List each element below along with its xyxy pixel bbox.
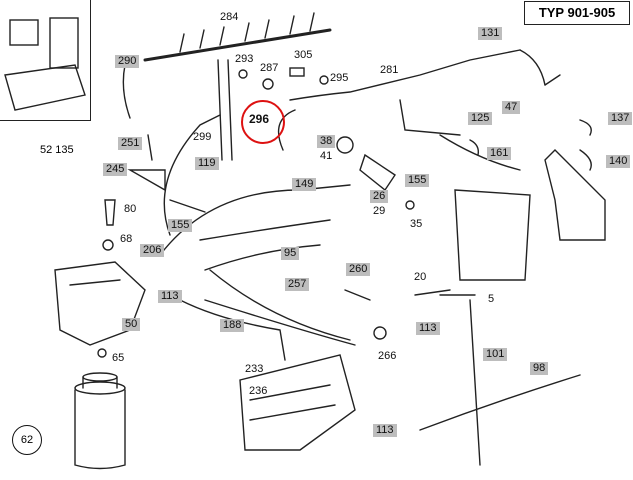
part-label-299[interactable]: 299 [193,131,212,143]
part-label-80[interactable]: 80 [124,203,137,215]
part-label-26[interactable]: 26 [370,190,389,203]
part-label-137[interactable]: 137 [608,112,633,125]
part-label-287[interactable]: 287 [260,62,279,74]
part-label-161[interactable]: 161 [487,147,512,160]
reference-inset-frame [0,0,91,121]
part-label-29[interactable]: 29 [373,205,386,217]
part-label-251[interactable]: 251 [118,137,143,150]
part-label-68[interactable]: 68 [120,233,133,245]
part-label-206[interactable]: 206 [140,244,165,257]
part-label-260[interactable]: 260 [346,263,371,276]
highlighted-part-label[interactable]: 296 [249,112,270,126]
part-label-305[interactable]: 305 [294,49,313,61]
circled-callout: 62 [12,425,42,455]
part-label-113[interactable]: 113 [416,322,440,335]
part-label-38[interactable]: 38 [317,135,336,148]
part-label-65[interactable]: 65 [112,352,125,364]
part-label-125[interactable]: 125 [468,112,493,125]
model-type-box: TYP 901-905 [524,1,630,25]
part-label-290[interactable]: 290 [115,55,140,68]
part-label-236[interactable]: 236 [249,385,268,397]
part-label-155[interactable]: 155 [405,174,430,187]
part-label-245[interactable]: 245 [103,163,128,176]
part-label-98[interactable]: 98 [530,362,549,375]
part-label-257[interactable]: 257 [285,278,310,291]
part-label-5[interactable]: 5 [488,293,495,305]
part-label-284[interactable]: 284 [220,11,239,23]
part-label-20[interactable]: 20 [414,271,427,283]
part-label-155[interactable]: 155 [168,219,193,232]
part-label-50[interactable]: 50 [122,318,141,331]
part-label-295[interactable]: 295 [330,72,349,84]
part-label-101[interactable]: 101 [483,348,508,361]
part-label-47[interactable]: 47 [502,101,521,114]
part-label-119[interactable]: 119 [195,157,219,170]
part-label-233[interactable]: 233 [245,363,264,375]
part-label-41[interactable]: 41 [320,150,333,162]
part-label-113[interactable]: 113 [373,424,397,437]
part-label-293[interactable]: 293 [235,53,254,65]
part-label-140[interactable]: 140 [606,155,631,168]
part-label-35[interactable]: 35 [410,218,423,230]
part-label-281[interactable]: 281 [380,64,399,76]
part-label-131[interactable]: 131 [478,27,503,40]
reference-label: 52 135 [40,144,74,156]
part-label-266[interactable]: 266 [378,350,397,362]
part-label-113[interactable]: 113 [158,290,182,303]
part-label-149[interactable]: 149 [292,178,317,191]
part-label-188[interactable]: 188 [220,319,245,332]
part-label-95[interactable]: 95 [281,247,300,260]
highlight-ring [241,100,285,144]
